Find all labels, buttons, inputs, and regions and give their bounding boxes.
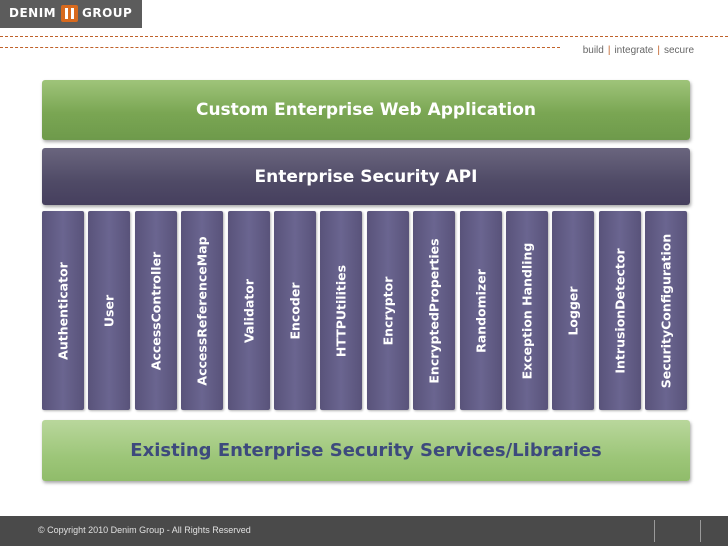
logo-word-right: GROUP (82, 6, 133, 20)
component-exception-handling: Exception Handling (506, 211, 548, 410)
component-validator: Validator (227, 211, 270, 410)
component-user: User (88, 211, 131, 410)
footer-tick (654, 520, 655, 542)
footer-tick (700, 520, 701, 542)
header-divider-top (0, 36, 728, 37)
component-encryptor-label: Encryptor (380, 276, 396, 345)
component-authenticator: Authenticator (42, 211, 84, 410)
layer-custom-web-application-label: Custom Enterprise Web Application (195, 100, 537, 120)
component-securityconfiguration-label: SecurityConfiguration (658, 233, 674, 388)
component-intrusiondetector-label: IntrusionDetector (612, 247, 628, 374)
copyright-text: © Copyright 2010 Denim Group - All Right… (38, 525, 251, 535)
component-encoder-label: Encoder (287, 281, 303, 340)
component-user-label: User (101, 294, 117, 327)
component-httputilities: HTTPUtilities (320, 211, 363, 410)
component-encryptor: Encryptor (366, 211, 409, 410)
tagline-secure: secure (663, 45, 694, 56)
tagline: build|integrate|secure (582, 45, 694, 56)
component-randomizer-label: Randomizer (473, 268, 489, 353)
component-accessreferencemap-label: AccessReferenceMap (194, 235, 210, 386)
logo-word-left: DENIM (9, 6, 57, 20)
layer-enterprise-security-api-label: Enterprise Security API (254, 166, 478, 187)
component-encryptedproperties-label: EncryptedProperties (426, 237, 442, 384)
layer-custom-web-application: Custom Enterprise Web Application (42, 80, 690, 140)
component-logger: Logger (552, 211, 595, 410)
component-exception-handling-label: Exception Handling (519, 242, 535, 379)
component-logger-label: Logger (565, 285, 581, 336)
layer-existing-security-libraries: Existing Enterprise Security Services/Li… (42, 420, 690, 481)
component-accesscontroller-label: AccessController (148, 251, 164, 370)
component-intrusiondetector: IntrusionDetector (598, 211, 641, 410)
component-accesscontroller: AccessController (134, 211, 177, 410)
component-authenticator-label: Authenticator (55, 261, 71, 360)
component-encoder: Encoder (274, 211, 316, 410)
company-logo: DENIM GROUP (0, 0, 142, 28)
tagline-integrate: integrate (614, 45, 654, 56)
tagline-build: build (582, 45, 604, 56)
component-securityconfiguration: SecurityConfiguration (645, 211, 688, 410)
component-accessreferencemap: AccessReferenceMap (181, 211, 224, 410)
layer-existing-security-libraries-label: Existing Enterprise Security Services/Li… (130, 440, 602, 461)
header-divider-bottom (0, 47, 560, 48)
layer-enterprise-security-api: Enterprise Security API (42, 148, 690, 205)
component-encryptedproperties: EncryptedProperties (413, 211, 456, 410)
footer-bar: © Copyright 2010 Denim Group - All Right… (0, 516, 728, 546)
logo-mark-icon (61, 5, 78, 22)
component-httputilities-label: HTTPUtilities (333, 264, 349, 357)
component-randomizer: Randomizer (459, 211, 502, 410)
component-validator-label: Validator (241, 278, 257, 343)
